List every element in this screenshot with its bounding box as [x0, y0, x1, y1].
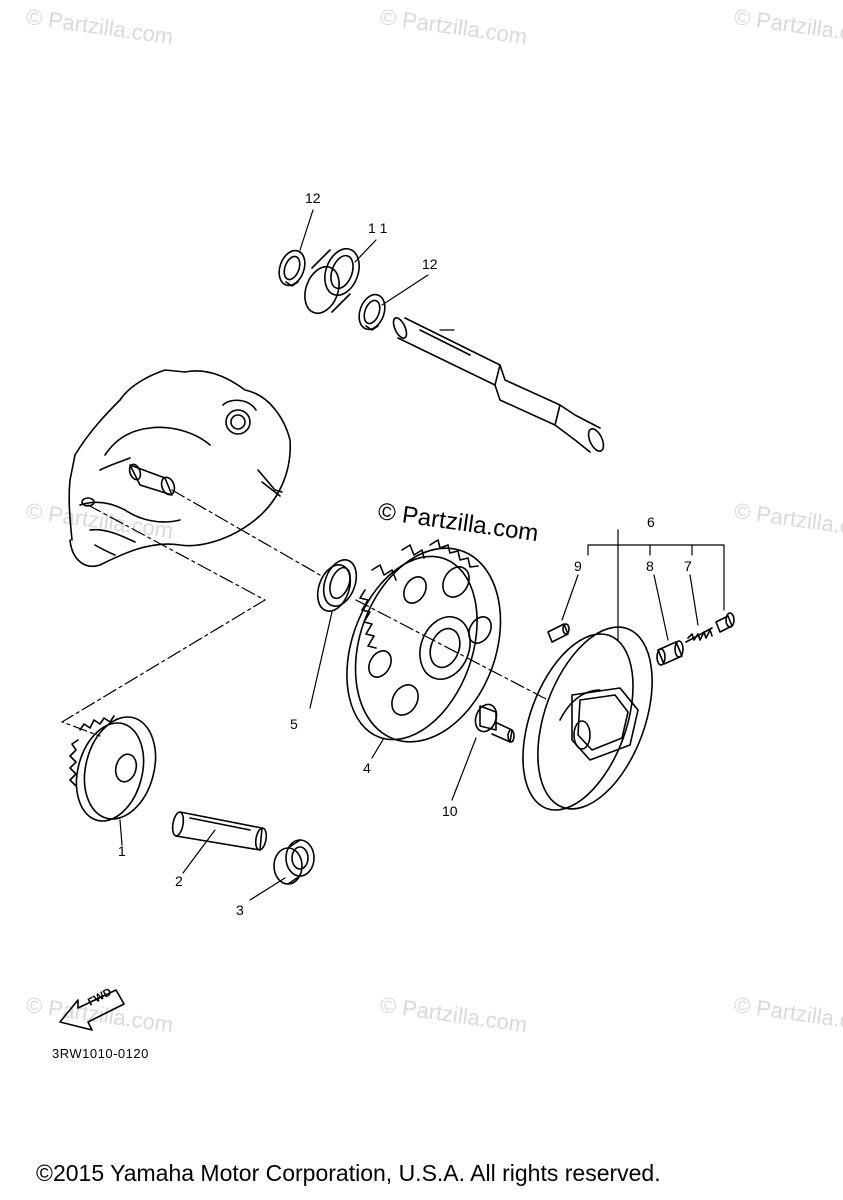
part-4-starter-gear	[346, 539, 502, 743]
callout-10: 10	[442, 803, 458, 819]
part-5-washer	[316, 559, 358, 612]
leader-lines	[119, 209, 725, 901]
callout-11: 1 1	[368, 220, 388, 236]
part-7-spring	[685, 612, 735, 643]
copyright-notice: ©2015 Yamaha Motor Corporation, U.S.A. A…	[36, 1160, 661, 1186]
callout-9: 9	[574, 558, 582, 574]
fwd-arrow-icon	[59, 989, 125, 1031]
callout-4: 4	[363, 760, 371, 776]
callout-7: 7	[684, 558, 692, 574]
part-3-collar	[273, 839, 315, 885]
callout-2: 2	[175, 873, 183, 889]
callout-12-lower: 12	[422, 256, 438, 272]
callout-5: 5	[290, 716, 298, 732]
crankcase-outline	[68, 369, 291, 567]
callout-8: 8	[646, 558, 654, 574]
part-6-clutch-housing	[522, 626, 653, 811]
reference-code: 3RW1010-0120	[52, 1046, 149, 1061]
callout-12-upper: 12	[305, 190, 321, 206]
callout-6: 6	[647, 514, 655, 530]
part-2-shaft	[171, 811, 268, 851]
callout-3: 3	[236, 902, 244, 918]
part-11-bushing	[304, 247, 360, 315]
part-12-circlip-upper	[278, 249, 306, 287]
part-12-circlip-lower	[358, 293, 386, 331]
part-9-pin	[547, 623, 570, 643]
starter-shaft	[392, 317, 605, 453]
callout-1: 1	[118, 843, 126, 859]
part-1-idle-gear	[69, 715, 157, 822]
part-10-bolt	[474, 703, 515, 743]
part-8-roller	[656, 640, 684, 666]
